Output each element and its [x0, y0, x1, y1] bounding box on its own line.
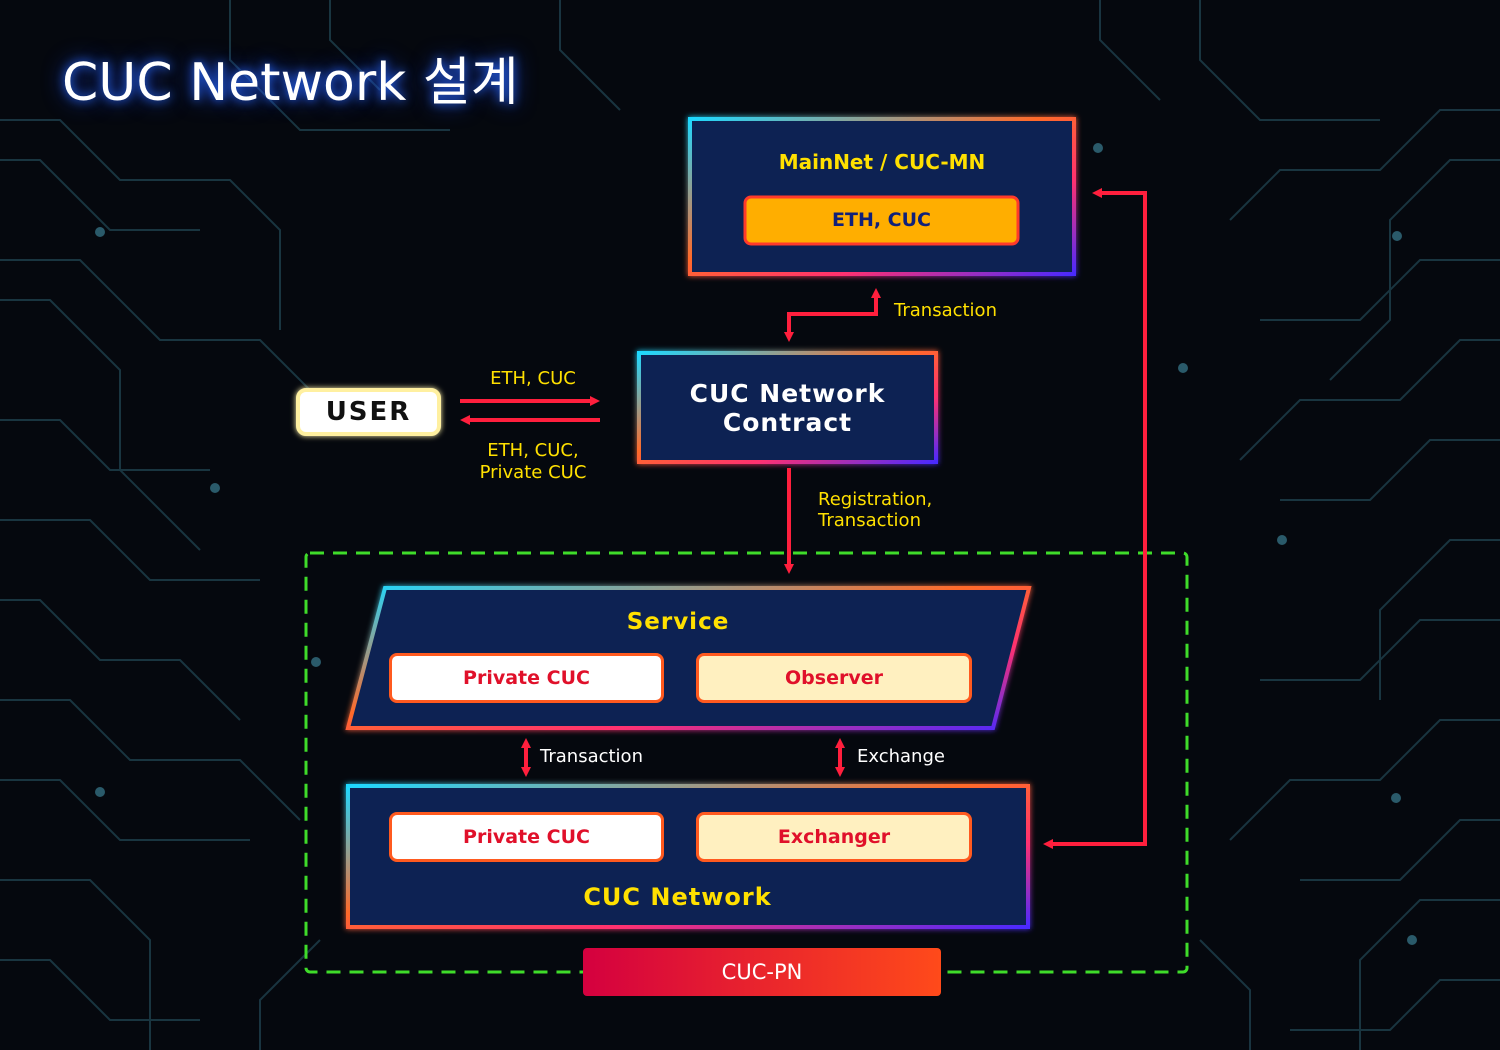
label-registration: Registration, [818, 489, 933, 510]
mainnet-title: MainNet / CUC-MN [778, 150, 986, 174]
arrows [460, 188, 1147, 849]
label-contract-to-mainnet: Transaction [894, 300, 997, 321]
circuit-nodes [95, 143, 1417, 945]
user-label: USER [325, 397, 412, 427]
label-service-network-exchange: Exchange [857, 746, 945, 767]
mainnet-assets: ETH, CUC [832, 209, 931, 231]
cuc-pn-pill [583, 948, 941, 996]
label-contract-to-user-1: ETH, CUC, [487, 440, 579, 461]
contract-title-line2: Contract [722, 408, 853, 437]
page-title: CUC Network 설계 [62, 53, 519, 113]
label-user-to-contract: ETH, CUC [490, 368, 576, 389]
network-exchanger: Exchanger [696, 812, 972, 862]
label-registration-transaction: Transaction [818, 510, 921, 531]
arrow-contract-mainnet [787, 288, 881, 337]
eth-cuc-asset-box [743, 195, 1020, 246]
service-observer: Observer [696, 653, 972, 703]
label-service-network-transaction: Transaction [540, 746, 643, 767]
arrow-network-mainnet-loop [1055, 188, 1147, 846]
service-private-cuc: Private CUC [389, 653, 664, 703]
contract-title-line1: CUC Network [689, 379, 886, 408]
service-title: Service [626, 609, 730, 635]
cuc-network-title: CUC Network [583, 883, 772, 911]
label-contract-to-user-2: Private CUC [479, 462, 587, 483]
network-private-cuc: Private CUC [389, 812, 664, 862]
contract-box [637, 351, 938, 464]
user-box [296, 388, 441, 436]
cuc-pn-label: CUC-PN [721, 960, 803, 984]
